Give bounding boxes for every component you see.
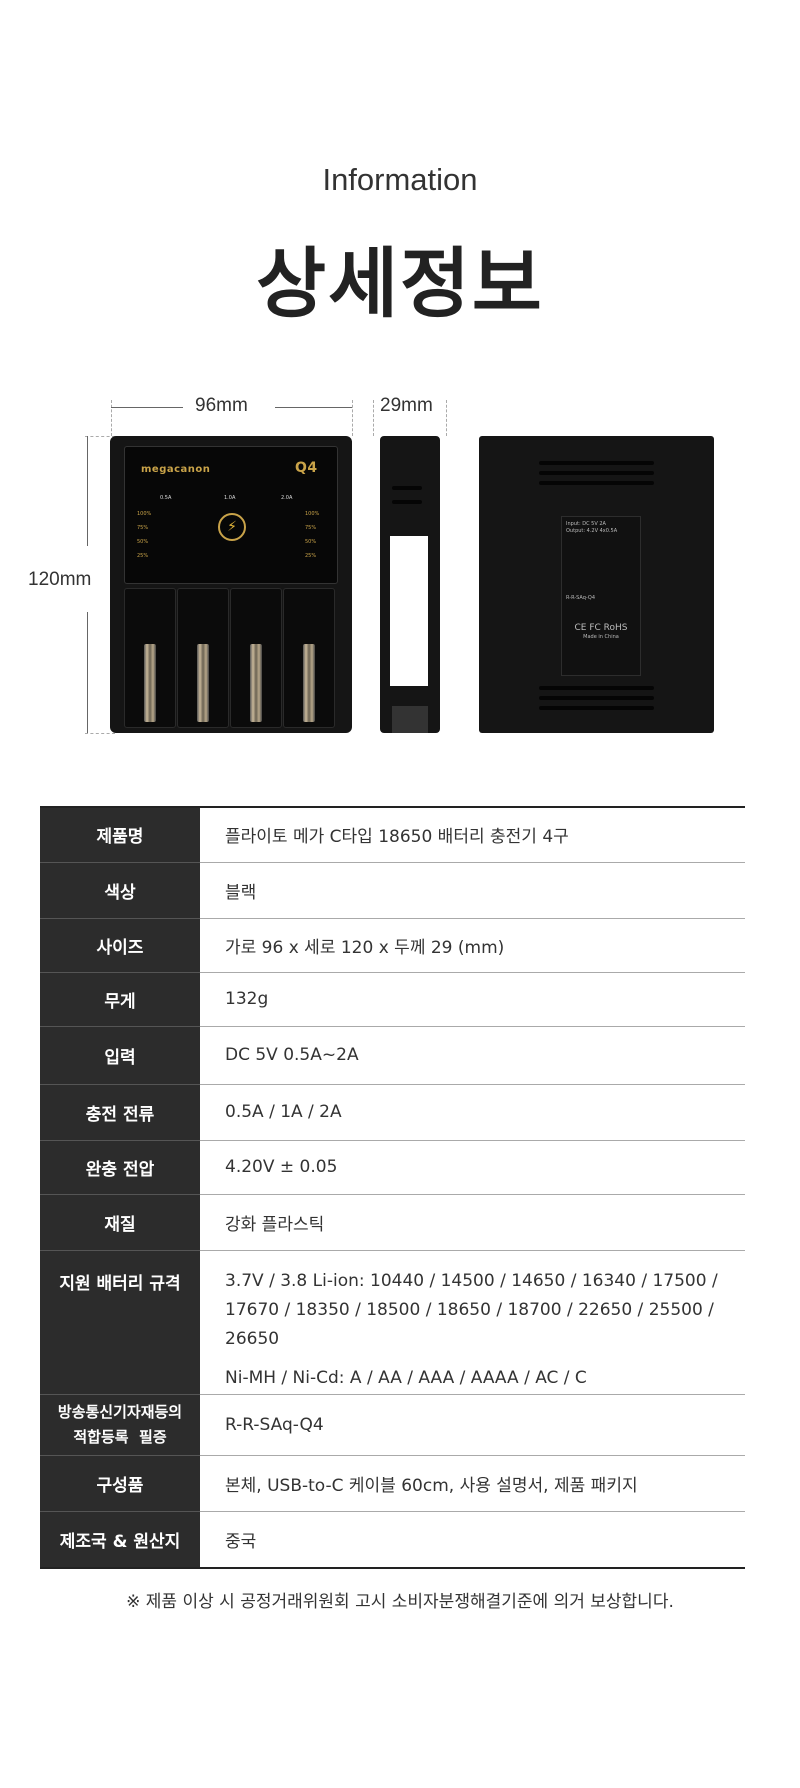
spec-value: DC 5V 0.5A~2A	[200, 1026, 745, 1085]
spec-label: 무게	[40, 972, 200, 1027]
spec-value: 강화 플라스틱	[200, 1194, 745, 1251]
level-indicators-left: 100%75%50%25%	[137, 511, 152, 559]
current-label: 0.5A	[160, 495, 172, 501]
spec-value: 132g	[200, 972, 745, 1027]
spec-value: 본체, USB-to-C 케이블 60cm, 사용 설명서, 제품 패키지	[200, 1455, 745, 1512]
li-ion-sizes: 3.7V / 3.8 Li-ion: 10440 / 14500 / 14650…	[225, 1270, 718, 1349]
current-label: 1.0A	[224, 495, 236, 501]
lightning-bolt-icon: ⚡	[218, 513, 246, 541]
height-label: 120mm	[28, 569, 92, 590]
table-row: 지원 배터리 규격 3.7V / 3.8 Li-ion: 10440 / 145…	[40, 1250, 745, 1395]
battery-slot	[124, 588, 176, 728]
compensation-note: ※ 제품 이상 시 공정거래위원회 고시 소비자분쟁해결기준에 의거 보상합니다…	[126, 1592, 674, 1612]
charger-side-image	[380, 436, 440, 733]
spec-value: 4.20V ± 0.05	[200, 1140, 745, 1195]
model-label: Q4	[295, 460, 318, 476]
spec-label: 완충 전압	[40, 1140, 200, 1195]
spec-label: 색상	[40, 862, 200, 919]
page-title: 상세정보	[256, 239, 544, 328]
charger-back-image: Input: DC 5V 2A Output: 4.2V 4x0.5A R-R-…	[479, 436, 714, 733]
spec-value: 0.5A / 1A / 2A	[200, 1084, 745, 1141]
spec-label-sticker: Input: DC 5V 2A Output: 4.2V 4x0.5A R-R-…	[561, 516, 641, 676]
spec-label: 제조국 & 원산지	[40, 1511, 200, 1568]
charger-front-image: megacanon Q4 0.5A 1.0A 2.0A ⚡ 100%75%50%…	[110, 436, 352, 733]
current-label: 2.0A	[281, 495, 293, 501]
level-indicators-right: 100%75%50%25%	[305, 511, 320, 559]
battery-slot	[177, 588, 229, 728]
width-label: 96mm	[195, 395, 248, 416]
spec-label: 지원 배터리 규격	[40, 1250, 200, 1395]
spec-value: 플라이토 메가 C타입 18650 배터리 충전기 4구	[200, 807, 745, 863]
spec-label: 제품명	[40, 807, 200, 863]
display-panel: megacanon Q4 0.5A 1.0A 2.0A ⚡ 100%75%50%…	[124, 446, 338, 584]
brand-logo: megacanon	[141, 464, 211, 475]
table-row: 제조국 & 원산지 중국	[40, 1511, 745, 1568]
spec-label: 구성품	[40, 1455, 200, 1512]
spec-label: 재질	[40, 1194, 200, 1251]
spec-value: 3.7V / 3.8 Li-ion: 10440 / 14500 / 14650…	[200, 1250, 745, 1395]
spec-value: 중국	[225, 1531, 257, 1552]
section-subtitle: Information	[322, 162, 478, 197]
spec-label: 충전 전류	[40, 1084, 200, 1141]
battery-slot	[230, 588, 282, 728]
battery-slot	[283, 588, 335, 728]
spec-value: R-R-SAq-Q4	[200, 1394, 745, 1456]
depth-label: 29mm	[380, 395, 433, 416]
spec-value: 블랙	[200, 862, 745, 919]
spec-label: 입력	[40, 1026, 200, 1085]
spec-value: 가로 96 x 세로 120 x 두께 29 (mm)	[200, 918, 745, 973]
spec-label: 사이즈	[40, 918, 200, 973]
nimh-sizes: Ni-MH / Ni-Cd: A / AA / AAA / AAAA / AC …	[225, 1367, 587, 1388]
